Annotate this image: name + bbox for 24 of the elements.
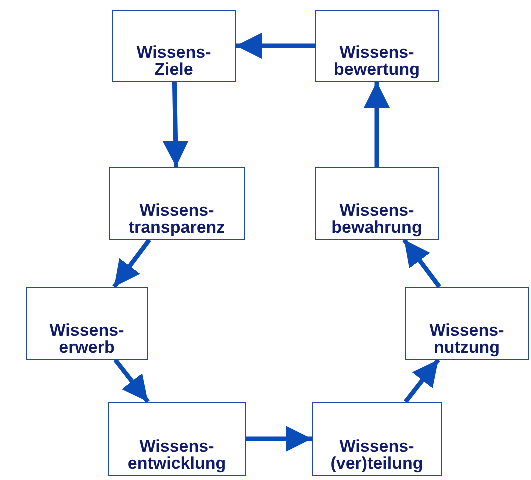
- arrow: [404, 358, 440, 404]
- arrow: [402, 238, 442, 288]
- arrow: [112, 238, 152, 288]
- node-label: Wissens- transparenz: [128, 202, 226, 236]
- process-box: [109, 167, 245, 240]
- arrow: [114, 358, 150, 404]
- node-label: Wissens- Ziele: [136, 44, 212, 78]
- process-box: [405, 287, 529, 360]
- process-box: [112, 10, 236, 82]
- node-label: Wissens- bewahrung: [330, 202, 424, 236]
- node-label: Wissens- entwicklung: [126, 438, 228, 472]
- node-label: Wissens- erwerb: [48, 322, 126, 356]
- process-box: [312, 402, 442, 476]
- node-label: Wissens- nutzung: [428, 322, 506, 356]
- node-label: Wissens- (ver)teilung: [330, 438, 424, 472]
- node-label: Wissens- bewertung: [333, 44, 421, 78]
- process-box: [108, 402, 246, 476]
- arrow: [236, 33, 315, 59]
- arrow: [162, 82, 189, 168]
- arrow: [246, 426, 312, 452]
- process-box: [26, 287, 148, 360]
- process-box: [315, 10, 439, 82]
- arrow: [364, 82, 390, 167]
- process-box: [315, 167, 439, 240]
